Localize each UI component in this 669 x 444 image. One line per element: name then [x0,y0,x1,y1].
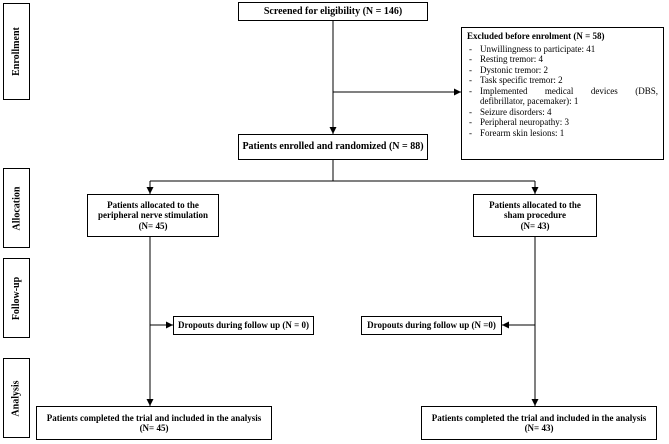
stage-allocation-label: Allocation [11,186,23,230]
stage-analysis: Analysis [3,358,30,438]
stage-followup-label: Follow-up [11,276,22,320]
excluded-item: Implemented medical devices (DBS, defibr… [467,86,658,107]
left-allocation-line1: Patients allocated to the [107,199,199,210]
excluded-item: Unwillingness to participate: 41 [467,44,658,55]
stage-enrollment: Enrollment [3,3,30,100]
excluded-item: Dystonic tremor: 2 [467,65,658,76]
right-completed-text: Patients completed the trial and include… [431,412,647,434]
excluded-item: Seizure disorders: 4 [467,107,658,118]
stage-allocation: Allocation [3,168,30,248]
stage-followup: Follow-up [3,258,30,338]
excluded-item: Task specific tremor: 2 [467,75,658,86]
right-dropouts-box: Dropouts during follow up (N =0) [361,316,502,335]
right-allocation-line1: Patients allocated to the [489,199,581,210]
left-completed-text: Patients completed the trial and include… [46,412,262,434]
stage-analysis-label: Analysis [11,379,22,417]
excluded-item: Forearm skin lesions: 1 [467,128,658,139]
left-dropouts-text: Dropouts during follow up (N = 0) [178,320,309,331]
right-dropouts-text: Dropouts during follow up (N =0) [367,320,496,331]
left-allocation-count: (N= 45) [138,220,168,231]
left-allocation-box: Patients allocated to the peripheral ner… [87,194,219,237]
right-allocation-count: (N= 43) [520,220,550,231]
screened-box: Screened for eligibility (N = 146) [238,2,428,21]
left-completed-box: Patients completed the trial and include… [36,406,272,440]
screened-text: Screened for eligibility (N = 146) [263,5,403,17]
enrolled-text: Patients enrolled and randomized (N = 88… [242,141,424,152]
excluded-list: Unwillingness to participate: 41 Resting… [467,44,658,139]
right-allocation-box: Patients allocated to the sham procedure… [473,194,597,237]
excluded-item: Peripheral neuropathy: 3 [467,117,658,128]
stage-enrollment-label: Enrollment [11,27,22,76]
enrolled-box: Patients enrolled and randomized (N = 88… [238,134,428,160]
left-dropouts-box: Dropouts during follow up (N = 0) [173,316,314,335]
right-allocation-line2: sham procedure [504,210,566,221]
excluded-box: Excluded before enrolment (N = 58) Unwil… [461,27,664,160]
right-completed-box: Patients completed the trial and include… [421,406,657,440]
excluded-item: Resting tremor: 4 [467,54,658,65]
left-allocation-line2: peripheral nerve stimulation [98,210,208,221]
excluded-title: Excluded before enrolment (N = 58) [467,31,605,41]
